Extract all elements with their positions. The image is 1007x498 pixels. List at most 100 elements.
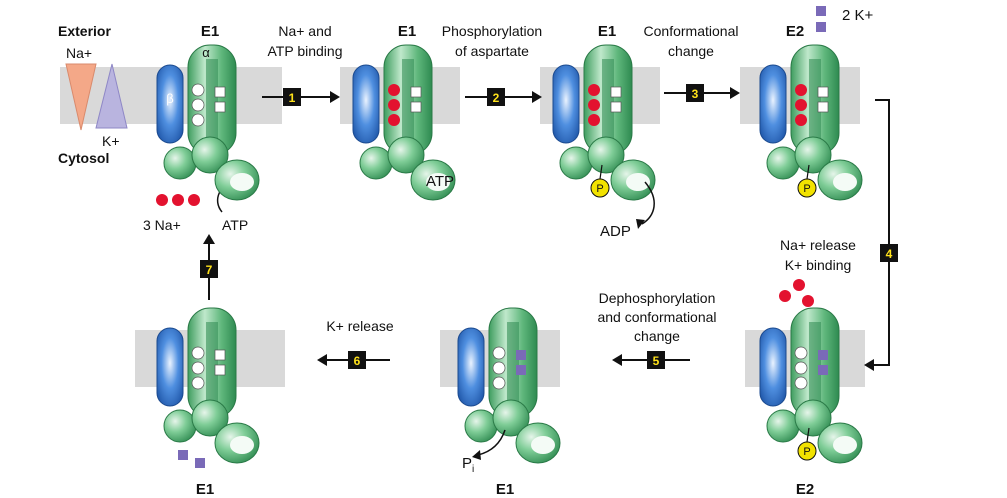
na-site bbox=[492, 361, 506, 375]
k-ion bbox=[516, 365, 526, 375]
na-site bbox=[191, 376, 205, 390]
exterior-label: Exterior bbox=[58, 23, 111, 39]
k-ion bbox=[818, 365, 828, 375]
step-5: Dephosphorylation and conformational cha… bbox=[597, 290, 717, 369]
arrowhead-icon bbox=[532, 91, 542, 103]
na-ion bbox=[795, 99, 807, 111]
phosphate-icon bbox=[590, 178, 610, 198]
lobe-n bbox=[359, 146, 393, 180]
state-label-3: E1 bbox=[598, 23, 616, 40]
step-6-text-line1: K+ release bbox=[326, 318, 394, 334]
k-ions-released-icon bbox=[178, 450, 205, 468]
k-ion bbox=[818, 350, 828, 360]
step-5-text-line3: change bbox=[634, 328, 680, 344]
phosphate-label: P bbox=[803, 183, 810, 195]
adp-curve-arrow-icon bbox=[641, 181, 655, 225]
phosphate-bond bbox=[806, 164, 810, 180]
pump-4: P bbox=[759, 44, 863, 201]
na-site bbox=[191, 361, 205, 375]
pump-2 bbox=[352, 44, 456, 201]
step-3-text-line2: change bbox=[668, 43, 714, 59]
arrowhead-icon bbox=[203, 234, 215, 244]
beta-subunit bbox=[457, 327, 485, 407]
step-1-text-line2: ATP binding bbox=[268, 43, 343, 59]
phosphate-icon bbox=[797, 178, 817, 198]
step-6-box bbox=[348, 351, 366, 369]
k-gradient-label: K+ bbox=[102, 133, 120, 149]
atp-label: ATP bbox=[222, 217, 248, 233]
na-ion bbox=[388, 114, 400, 126]
ion-channel bbox=[402, 59, 414, 149]
lobe-n bbox=[559, 146, 593, 180]
legend: Exterior Na+ K+ Cytosol 3 Na+ ATP bbox=[58, 23, 248, 233]
step-5-text-line1: Dephosphorylation bbox=[599, 290, 716, 306]
step-6: K+ release 6 bbox=[317, 318, 394, 369]
atp-pocket bbox=[426, 173, 450, 191]
ion-channel bbox=[206, 59, 218, 149]
k-site bbox=[817, 86, 829, 98]
beta-subunit bbox=[759, 327, 787, 407]
step-4-box bbox=[880, 244, 898, 262]
pump-7 bbox=[156, 307, 260, 464]
k-site bbox=[214, 86, 226, 98]
na-site bbox=[191, 83, 205, 97]
beta-subunit bbox=[156, 64, 184, 144]
step-1: Na+ and ATP binding 1 bbox=[262, 23, 342, 106]
na-site bbox=[191, 98, 205, 112]
atp-pocket bbox=[833, 173, 857, 191]
k-site bbox=[410, 101, 422, 113]
atp-pocket bbox=[230, 436, 254, 454]
step-4-text-line1: Na+ release bbox=[780, 237, 856, 253]
state-label-7: E1 bbox=[196, 481, 214, 498]
annotations: ATP ADP Pi 2 K+ bbox=[178, 6, 874, 475]
k-site bbox=[610, 101, 622, 113]
na-ion bbox=[388, 84, 400, 96]
cytosol-label: Cytosol bbox=[58, 150, 109, 166]
lobe-n bbox=[766, 409, 800, 443]
k-ion bbox=[516, 350, 526, 360]
k2-label: 2 K+ bbox=[842, 7, 874, 24]
na-site bbox=[191, 113, 205, 127]
phosphate-bond bbox=[599, 164, 603, 180]
lobe-p bbox=[492, 399, 530, 437]
pump-3: P bbox=[552, 44, 656, 201]
step-1-text-line1: Na+ and bbox=[278, 23, 331, 39]
k-site bbox=[214, 101, 226, 113]
atp-pocket bbox=[531, 436, 555, 454]
step-2: Phosphorylation of aspartate 2 bbox=[442, 23, 542, 106]
k-gradient-icon bbox=[95, 63, 128, 129]
na-ion bbox=[588, 99, 600, 111]
beta-subunit bbox=[352, 64, 380, 144]
atp-bound-label: ATP bbox=[426, 173, 454, 190]
step-4: 4 Na+ release K+ binding bbox=[780, 99, 898, 371]
na-ion bbox=[588, 114, 600, 126]
phosphate-label: P bbox=[803, 446, 810, 458]
arrowhead-icon bbox=[636, 219, 645, 229]
beta-subunit bbox=[552, 64, 580, 144]
ion-channel bbox=[809, 59, 821, 149]
step-3-number: 3 bbox=[692, 87, 699, 101]
beta-subunit bbox=[156, 327, 184, 407]
na-count-label: 3 Na+ bbox=[143, 217, 181, 233]
na-site bbox=[794, 376, 808, 390]
na-gradient-label: Na+ bbox=[66, 45, 92, 61]
ion-channel bbox=[809, 322, 821, 412]
step-2-number: 2 bbox=[493, 91, 500, 105]
lobe-n bbox=[163, 409, 197, 443]
pump-5: P bbox=[759, 307, 863, 464]
k-site bbox=[214, 364, 226, 376]
phosphate-label: P bbox=[596, 183, 603, 195]
arrowhead-icon bbox=[330, 91, 340, 103]
lobe-p bbox=[794, 136, 832, 174]
na-site bbox=[794, 361, 808, 375]
ion-channel bbox=[602, 59, 614, 149]
step-7-box bbox=[200, 260, 218, 278]
phosphate-bond bbox=[806, 427, 810, 443]
step-5-number: 5 bbox=[653, 354, 660, 368]
step-4-arrow bbox=[872, 99, 890, 366]
step-7: 7 bbox=[200, 234, 218, 300]
step-2-text-line2: of aspartate bbox=[455, 43, 529, 59]
step-2-text-line1: Phosphorylation bbox=[442, 23, 542, 39]
